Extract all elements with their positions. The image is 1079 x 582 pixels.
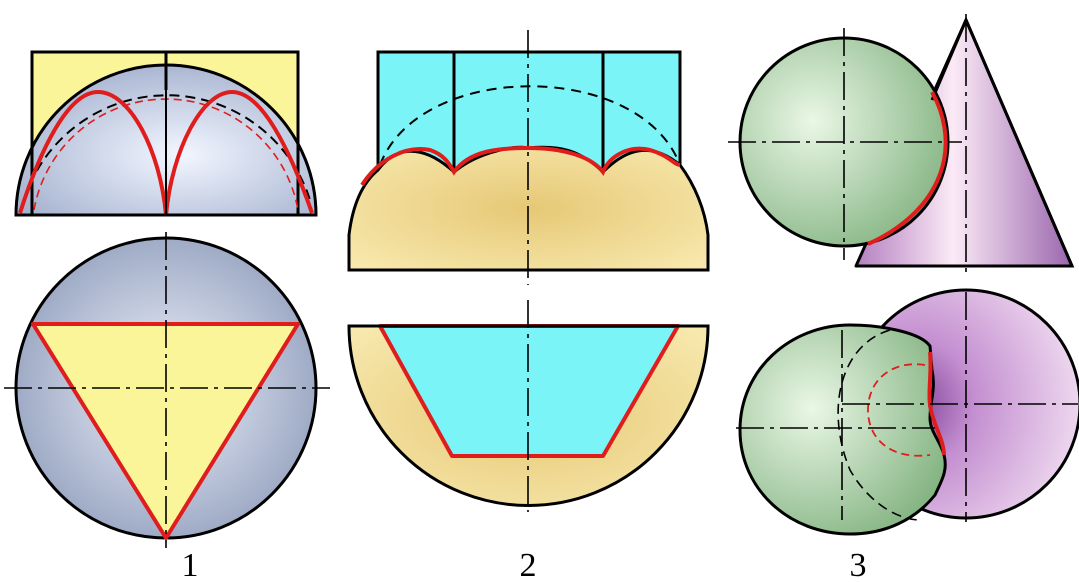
figure-3: 3 bbox=[728, 14, 1079, 582]
figure-1: 1 bbox=[4, 50, 330, 582]
fig2-hidden-arc bbox=[379, 85, 681, 166]
fig1-hidden-arc bbox=[23, 94, 311, 201]
fig3-intersection-curve bbox=[867, 91, 948, 246]
fig1-label: 1 bbox=[182, 547, 199, 582]
figure-2: 2 bbox=[347, 30, 710, 582]
fig3-label: 3 bbox=[850, 547, 867, 582]
fig2-label: 2 bbox=[520, 547, 537, 582]
fig2-intersection-curve bbox=[360, 145, 681, 187]
fig3-intersection-curve-top bbox=[927, 351, 946, 456]
fig3-hidden-curve bbox=[867, 363, 931, 457]
